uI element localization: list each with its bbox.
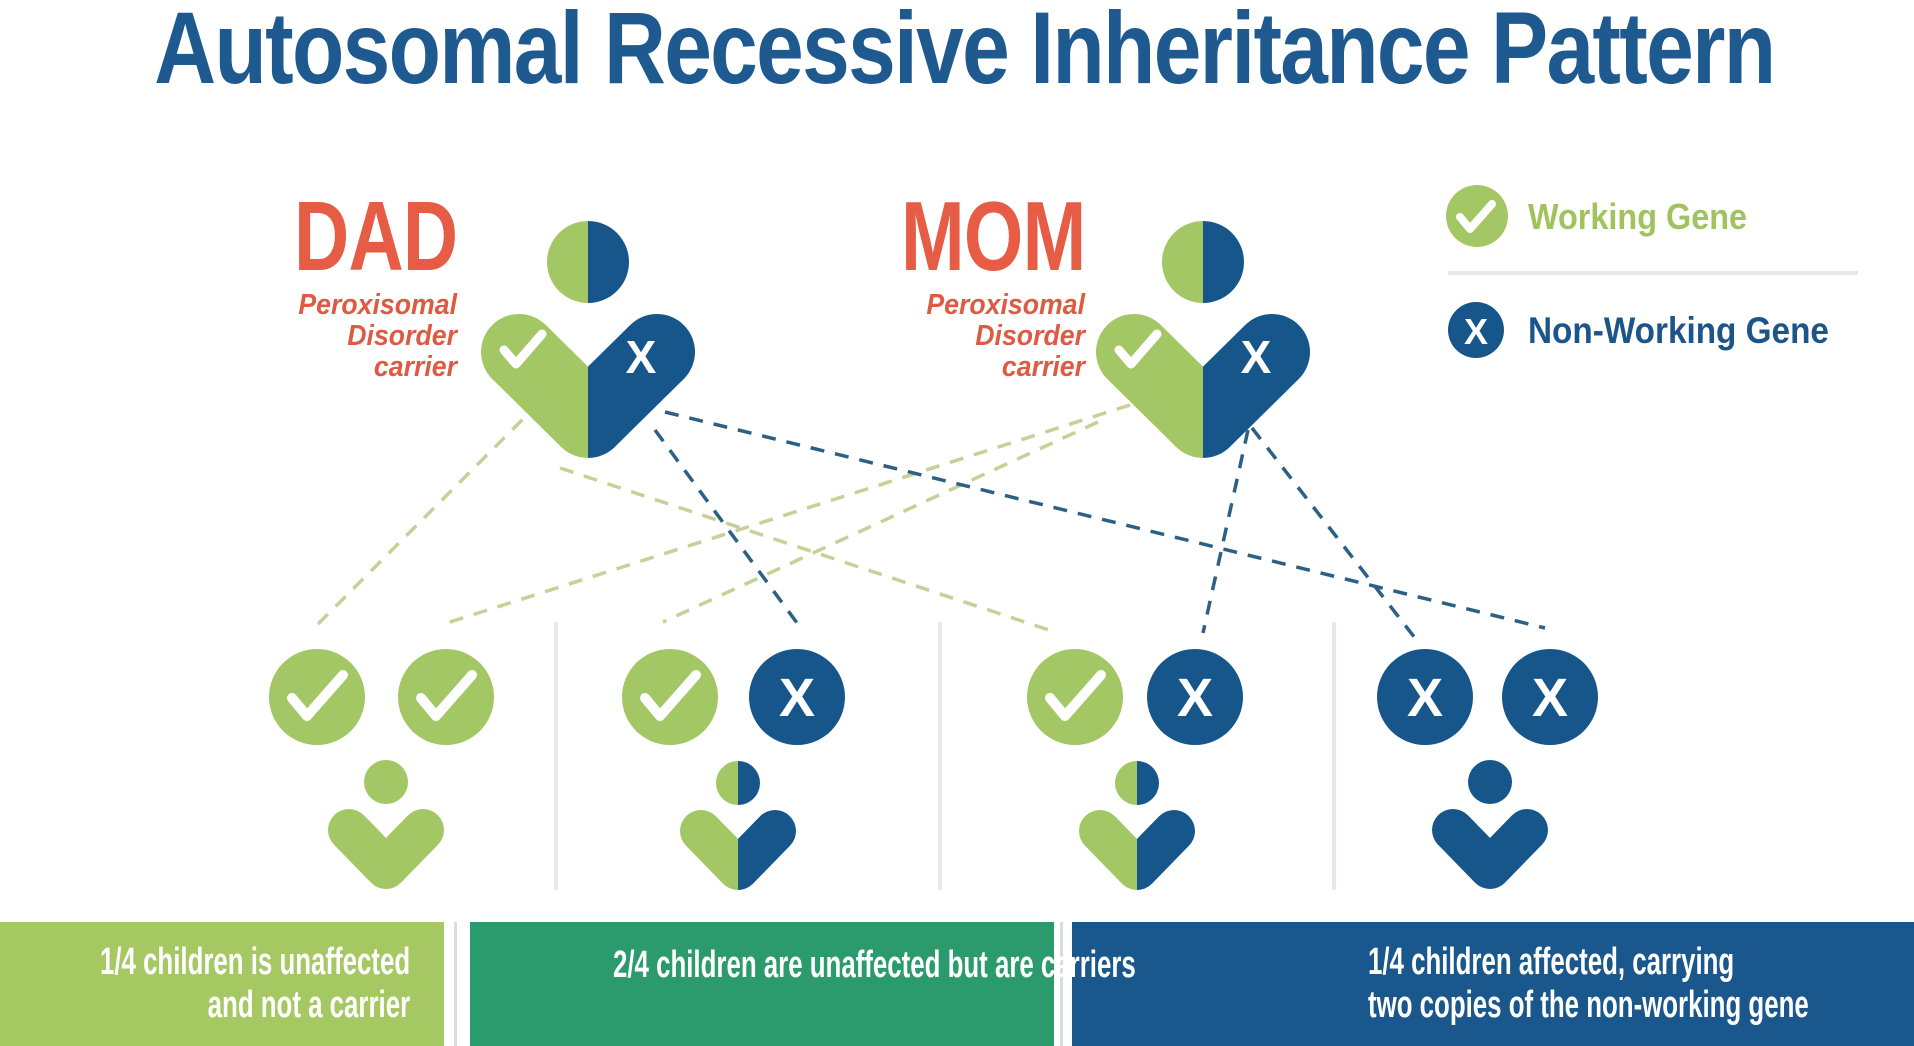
- outcome-text-affected: 1/4 children affected, carrying two copi…: [1368, 941, 1809, 1026]
- legend-non-working-gene-icon: X: [1448, 302, 1504, 358]
- child-1-genes: [269, 649, 494, 745]
- line-dad-blue-to-child4: [664, 410, 1546, 630]
- child-4-figure: [1432, 760, 1548, 889]
- child-1-figure: [328, 760, 444, 889]
- inheritance-lines: [313, 400, 1546, 640]
- line-dad-green-to-child3: [559, 466, 1056, 634]
- legend-working-gene-icon: [1446, 185, 1508, 247]
- dad-subtitle: Peroxisomal Disorder carrier: [298, 289, 457, 383]
- line-mom-green-to-child2: [662, 420, 1099, 624]
- x-icon: X: [626, 331, 657, 383]
- bar-divider: [1060, 922, 1063, 1046]
- line-mom-blue-to-child4: [1250, 426, 1417, 640]
- check-icon: [640, 670, 701, 721]
- check-icon: [1114, 329, 1162, 369]
- column-divider: [1332, 622, 1336, 890]
- non-working-gene-icon: [1147, 649, 1243, 745]
- legend-working-label: Working Gene: [1528, 196, 1748, 237]
- outcome-text-carriers: 2/4 children are unaffected but are carr…: [613, 944, 1136, 986]
- x-icon: X: [1177, 668, 1213, 728]
- outcome-bar-unaffected: [0, 922, 444, 1046]
- child-3-genes: X: [1027, 649, 1243, 745]
- column-dividers: [554, 622, 1336, 890]
- working-gene-icon: [269, 649, 365, 745]
- x-icon: X: [1407, 668, 1443, 728]
- column-divider: [938, 622, 942, 890]
- line-dad-green-to-child1: [313, 400, 542, 629]
- line-dad-blue-to-child2: [653, 428, 802, 629]
- child-4-genes: X X: [1377, 649, 1598, 745]
- dad-label: DAD Peroxisomal Disorder carrier: [157, 181, 458, 383]
- check-icon: [499, 329, 547, 369]
- check-icon: [1456, 200, 1496, 233]
- x-icon: X: [1241, 331, 1272, 383]
- dad-figure: X: [481, 221, 695, 458]
- check-icon: [1045, 670, 1106, 721]
- non-working-gene-icon: [749, 649, 845, 745]
- non-working-gene-icon: [1502, 649, 1598, 745]
- child-3-figure: [1079, 761, 1195, 890]
- child-2-genes: X: [622, 649, 845, 745]
- x-icon: X: [779, 668, 815, 728]
- mom-figure: X: [1096, 221, 1310, 458]
- mom-subtitle: Peroxisomal Disorder carrier: [926, 289, 1085, 383]
- mom-label: MOM Peroxisomal Disorder carrier: [785, 181, 1086, 383]
- line-mom-green-to-child1: [446, 403, 1131, 625]
- outcome-bar-carriers: [470, 922, 1054, 1046]
- non-working-gene-icon: [1377, 649, 1473, 745]
- mom-name: MOM: [900, 181, 1086, 291]
- dad-name: DAD: [293, 181, 458, 291]
- column-divider: [554, 622, 558, 890]
- working-gene-icon: [622, 649, 718, 745]
- bar-divider: [454, 922, 457, 1046]
- legend-divider: [1448, 271, 1858, 275]
- working-gene-icon: [398, 649, 494, 745]
- x-icon: X: [1532, 668, 1568, 728]
- check-icon: [416, 670, 477, 721]
- check-icon: [287, 670, 348, 721]
- page-title: Autosomal Recessive Inheritance Pattern: [154, 0, 1776, 105]
- outcome-text-unaffected: 1/4 children is unaffected and not a car…: [99, 941, 410, 1026]
- x-icon: X: [1464, 311, 1488, 352]
- outcome-bar-affected: [1072, 922, 1914, 1046]
- line-mom-blue-to-child3: [1201, 429, 1250, 634]
- legend-non-working-label: Non-Working Gene: [1528, 310, 1829, 351]
- child-2-figure: [680, 761, 796, 890]
- working-gene-icon: [1027, 649, 1123, 745]
